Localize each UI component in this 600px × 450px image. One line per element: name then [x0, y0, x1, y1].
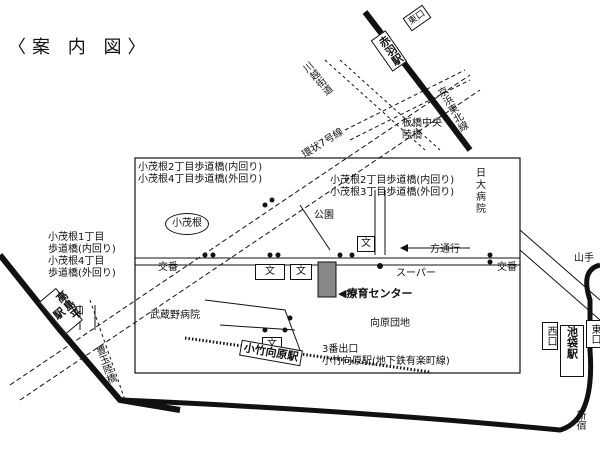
station-ikebukuro: 池袋駅 [560, 325, 584, 377]
label-one-way: 一方通行 [420, 244, 460, 255]
label-itabashi-rikkyo: 板橋中央 陸橋 [402, 118, 442, 141]
label-ryoiku-center: ◀療育センター [338, 287, 413, 300]
label-shinjuku: 新宿 [574, 410, 585, 430]
label-exit3: 3番出口 小竹向原駅(地下鉄有楽町線) [322, 344, 450, 367]
exit-nishiguchi: 西口 [542, 322, 558, 350]
kanjo7-road [9, 74, 471, 386]
label-koban-right: 交番 [497, 262, 517, 273]
label-komone-2-4: 小茂根2丁目歩道橋(内回り) 小茂根4丁目歩道橋(外回り) [138, 162, 263, 185]
label-yamanote: 山手 [574, 253, 594, 264]
takashimadaira-rail [0, 253, 181, 413]
school-mark-3: 文 [290, 264, 312, 280]
label-komone-2-3: 小茂根2丁目歩道橋(内回り) 小茂根3丁目歩道橋(外回り) [330, 175, 455, 198]
ryoiku-center-building [317, 261, 337, 298]
map-title: 〈案 内 図〉 [8, 37, 152, 58]
school-mark-2: 文 [255, 264, 285, 280]
traffic-signals [202, 197, 493, 333]
school-mark-1: 文 [357, 236, 375, 252]
label-koban-left: 交番 [158, 262, 178, 273]
label-mukaihara-danchi: 向原団地 [370, 318, 410, 329]
exit-higashiguchi-ikebukuro: 東口 [586, 320, 600, 348]
kawagoe-kaido-road [324, 59, 426, 151]
yurakucho-line [184, 336, 431, 374]
label-supermarket: スーパー [396, 268, 436, 279]
label-musashino-hospital: 武蔵野病院 [150, 310, 200, 321]
keihin-tohoku-line [344, 69, 466, 131]
label-nichidai-hospital: 日 大 病 院 [476, 168, 486, 215]
yamanote-line [119, 262, 600, 433]
label-park: 公園 [314, 210, 334, 221]
label-komone: 小茂根 [165, 213, 209, 235]
label-komone-1-4: 小茂根1丁目 歩道橋(内回り) 小茂根4丁目 歩道橋(外回り) [48, 232, 116, 279]
